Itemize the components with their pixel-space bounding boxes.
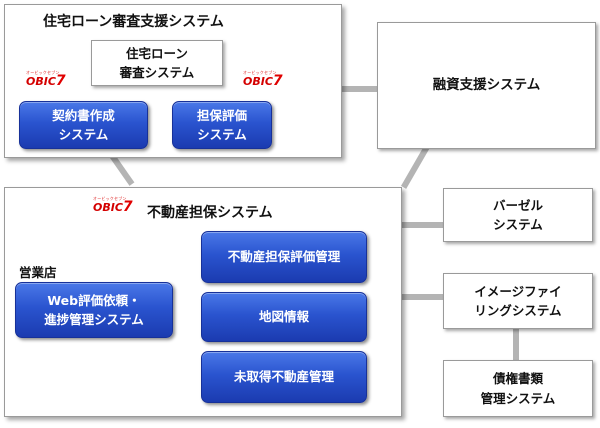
- connector-financing-to-realestate: [401, 146, 430, 189]
- collateral-evaluation-management-button[interactable]: 不動産担保評価管理: [201, 231, 367, 283]
- logo-tagline: オービックセブン: [93, 196, 127, 201]
- obic7-logo-left: オービックセブン OBIC7: [26, 70, 66, 89]
- logo-wordmark: OBIC7: [93, 199, 133, 215]
- contract-creation-system-button[interactable]: 契約書作成 システム: [19, 101, 148, 149]
- financing-support-system[interactable]: 融資支援システム: [377, 22, 596, 149]
- basel-system[interactable]: バーゼル システム: [443, 188, 593, 242]
- receivables-document-management-system[interactable]: 債権書類 管理システム: [443, 360, 593, 417]
- logo-tagline: オービックセブン: [243, 70, 277, 75]
- connector-housing-to-financing: [340, 86, 380, 92]
- obic7-logo-center: オービックセブン OBIC7: [93, 196, 133, 215]
- unacquired-real-estate-button[interactable]: 未取得不動産管理: [201, 351, 367, 403]
- map-information-button[interactable]: 地図情報: [201, 292, 367, 342]
- logo-tagline: オービックセブン: [26, 70, 60, 75]
- logo-wordmark: OBIC7: [243, 73, 283, 89]
- real-estate-collateral-title: 不動産担保システム: [147, 205, 273, 221]
- connector-imaging-to-receivables: [513, 328, 519, 362]
- collateral-evaluation-system-button[interactable]: 担保評価 システム: [172, 101, 272, 149]
- connector-realestate-to-basel: [400, 222, 446, 228]
- housing-loan-title: 住宅ローン審査支援システム: [43, 14, 224, 30]
- logo-wordmark: OBIC7: [26, 73, 66, 89]
- web-evaluation-request-button[interactable]: Web評価依頼・ 進捗管理システム: [15, 282, 173, 338]
- connector-realestate-to-imaging: [400, 294, 446, 300]
- branch-office-label: 営業店: [19, 265, 57, 280]
- image-filing-system[interactable]: イメージファイ リングシステム: [443, 273, 593, 329]
- connector-housing-to-realestate: [110, 154, 135, 186]
- housing-loan-review-system[interactable]: 住宅ローン 審査システム: [91, 40, 223, 86]
- obic7-logo-right: オービックセブン OBIC7: [243, 70, 283, 89]
